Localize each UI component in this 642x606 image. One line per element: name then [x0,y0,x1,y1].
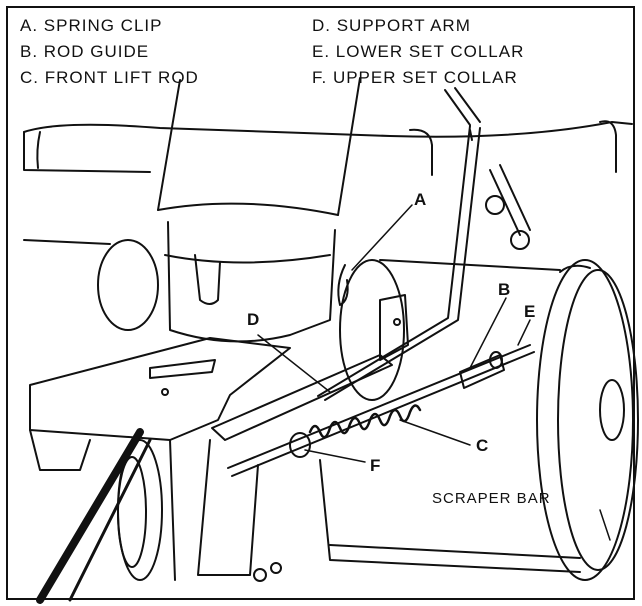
legend-b: B. ROD GUIDE [20,42,150,61]
legend-d: D. SUPPORT ARM [312,16,471,35]
callout-e: E [524,302,536,321]
spring-coils [308,404,422,439]
housing-shell [23,120,633,271]
chute [157,77,361,343]
front-lift-rod [317,87,481,401]
callout-d: D [247,310,260,329]
callout-c: C [476,436,489,455]
long-rod [227,344,535,477]
spring-clip [337,264,349,306]
callout-a: A [414,190,427,209]
legend-f: F. UPPER SET COLLAR [312,68,518,87]
leader-lines [257,204,611,541]
upper-linkage [485,164,531,250]
legend-e: E. LOWER SET COLLAR [312,42,525,61]
drive-belt [36,428,152,604]
callout-f: F [370,456,381,475]
legend-a: A. SPRING CLIP [20,16,163,35]
support-arm-bracket [211,294,409,441]
collars [289,351,505,458]
deck-plate [29,337,581,582]
scraper-bar-label: SCRAPER BAR [432,490,551,507]
right-wheel [536,259,639,581]
legend-c: C. FRONT LIFT ROD [20,68,199,87]
center-wheel [339,259,405,401]
callout-b: B [498,280,511,299]
diagram-frame [6,6,635,600]
left-wheel [97,239,163,581]
